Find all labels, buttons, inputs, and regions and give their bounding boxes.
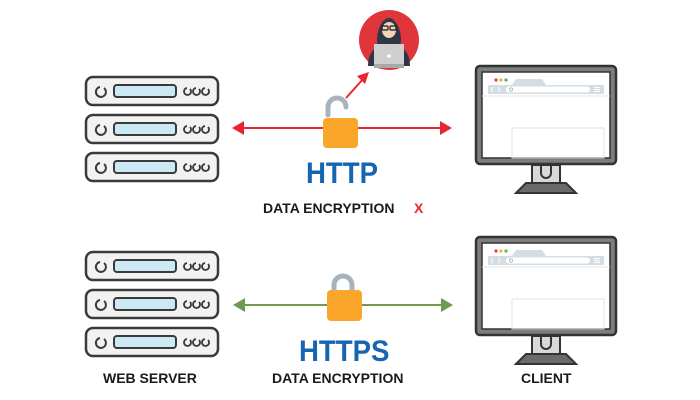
https-protocol-label: HTTPS [299, 335, 390, 368]
web-server-label: WEB SERVER [103, 370, 197, 386]
client-label: CLIENT [521, 370, 572, 386]
web-server-icon-https [84, 250, 220, 358]
web-server-icon-http [84, 75, 220, 183]
https-encryption-label: DATA ENCRYPTION [272, 370, 404, 386]
http-encryption-label: DATA ENCRYPTION [263, 200, 395, 216]
locked-padlock-icon [327, 273, 362, 321]
client-monitor-icon-https [474, 235, 618, 366]
encryption-status-x: X [414, 200, 424, 216]
hacker-icon [359, 10, 419, 70]
http-protocol-label: HTTP [306, 157, 379, 190]
unlocked-padlock-icon [323, 95, 358, 148]
client-monitor-icon-http [474, 64, 618, 195]
